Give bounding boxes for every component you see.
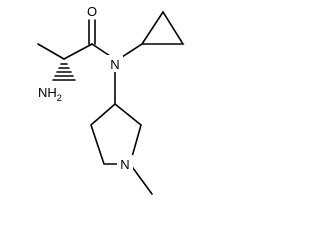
bond-chiral-amine-hashed <box>52 63 76 81</box>
bond-ring-n-methyl <box>129 163 153 195</box>
amine-group: NH2 <box>38 83 68 103</box>
bond-carbonyl-amide-n <box>91 43 111 57</box>
amide-nitrogen-label: N <box>110 57 119 72</box>
amine-text: NH <box>38 85 57 100</box>
chemical-structure: O N NH2 N <box>37 2 185 195</box>
cyclopropyl-ring <box>140 10 185 45</box>
oxygen-label: O <box>87 4 97 19</box>
pyrrolidine-ring <box>90 102 142 165</box>
bond-amide-n-cyclopropyl <box>121 43 143 58</box>
ring-nitrogen-atom: N <box>117 155 133 172</box>
oxygen-atom: O <box>84 2 100 19</box>
amide-nitrogen-atom: N <box>107 55 123 72</box>
bond-methyl-chiral <box>37 43 65 60</box>
amine-label: NH2 <box>38 85 62 103</box>
ring-nitrogen-label: N <box>120 157 129 172</box>
amine-subscript: 2 <box>57 93 62 103</box>
bond-chiral-carbonyl <box>63 43 93 60</box>
